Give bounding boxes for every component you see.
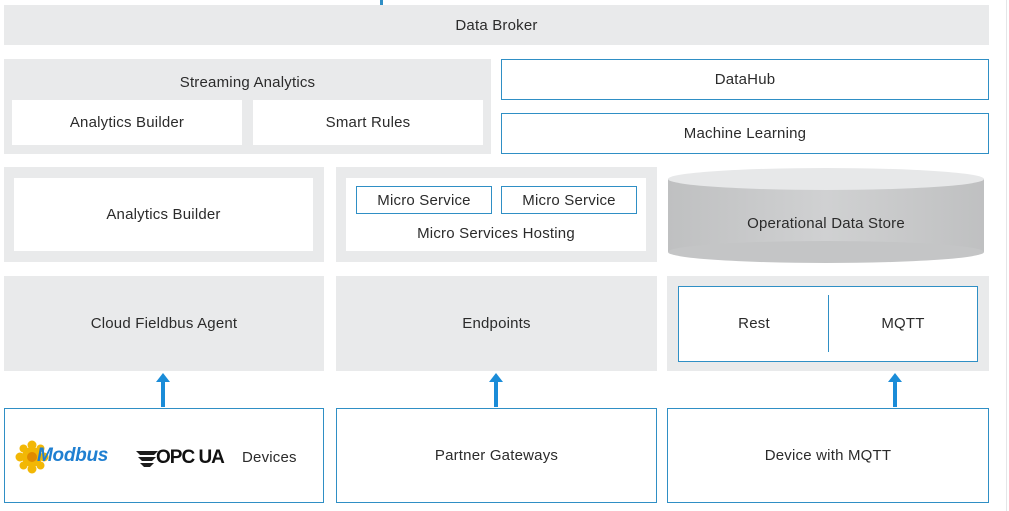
endpoints-box: Endpoints	[336, 276, 657, 371]
mqtt-label: MQTT	[881, 315, 925, 332]
partner-gateways-box: Partner Gateways	[336, 408, 657, 503]
right-edge-line	[1006, 0, 1007, 511]
protocols-panel: Rest MQTT	[667, 276, 989, 371]
cloud-fieldbus-agent-box: Cloud Fieldbus Agent	[4, 276, 324, 371]
device-with-mqtt-box: Device with MQTT	[667, 408, 989, 503]
micro-service-box-1: Micro Service	[356, 186, 492, 214]
machine-learning-box: Machine Learning	[501, 113, 989, 154]
micro-service-box-2: Micro Service	[501, 186, 637, 214]
protocol-divider	[828, 295, 829, 352]
microservices-hosting-box: Micro Service Micro Service Micro Servic…	[346, 178, 646, 251]
opc-ua-logo-text: OPC UA	[156, 447, 225, 468]
streaming-analytics-title: Streaming Analytics	[179, 73, 316, 91]
operational-data-store: Operational Data Store	[667, 167, 985, 264]
analytics-builder-box: Analytics Builder	[14, 178, 313, 251]
modbus-logo: Modbus	[15, 439, 125, 475]
datahub-box: DataHub	[501, 59, 989, 100]
streaming-analytics-builder-box: Analytics Builder	[12, 100, 242, 145]
micro-services-hosting-label: Micro Services Hosting	[417, 224, 575, 242]
microservices-panel: Micro Service Micro Service Micro Servic…	[336, 167, 657, 262]
analytics-builder-panel: Analytics Builder	[4, 167, 324, 262]
rest-label: Rest	[738, 315, 770, 332]
modbus-gear-icon	[15, 440, 49, 474]
streaming-analytics-panel: Streaming Analytics Analytics Builder Sm…	[4, 59, 491, 154]
operational-data-store-label: Operational Data Store	[747, 214, 905, 232]
devices-box: Modbus OPC UA Devices	[4, 408, 324, 503]
devices-label: Devices	[242, 449, 297, 466]
modbus-logo-text: Modbus	[37, 445, 109, 466]
arrow-up-icon	[888, 373, 902, 407]
data-broker-label: Data Broker	[455, 16, 538, 34]
data-broker-layer: Data Broker	[4, 5, 989, 45]
arrow-up-icon	[156, 373, 170, 407]
opc-ua-mark-icon	[136, 451, 158, 467]
protocols-box: Rest MQTT	[678, 286, 978, 362]
smart-rules-box: Smart Rules	[253, 100, 483, 145]
opc-ua-logo: OPC UA	[136, 447, 236, 471]
database-cylinder-icon	[668, 168, 984, 263]
arrow-up-icon	[489, 373, 503, 407]
top-accent-mark	[380, 0, 383, 5]
